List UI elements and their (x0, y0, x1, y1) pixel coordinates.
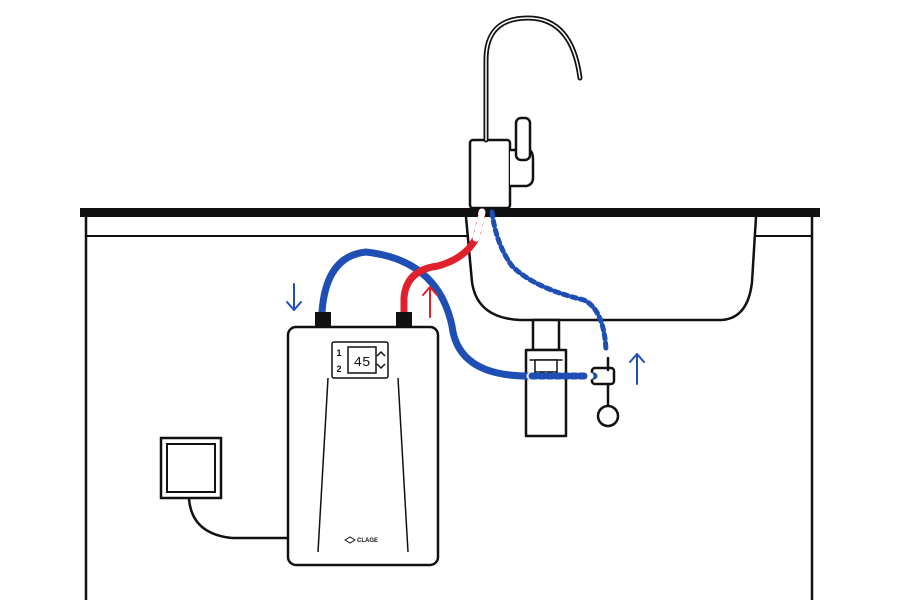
preset-button-1[interactable]: 1 (336, 348, 341, 358)
angle-valve (590, 356, 620, 428)
water-heater: 45 1 2 CLAGE (286, 312, 440, 567)
hot-outlet-connector (396, 312, 412, 328)
sink-bowl (464, 215, 758, 322)
brand-name: CLAGE (357, 538, 378, 544)
valve-knob (596, 404, 620, 428)
cold-inflow-down-arrow (286, 283, 302, 311)
minus-icon[interactable] (376, 363, 386, 370)
sink-drain (524, 318, 568, 438)
power-cable (187, 498, 292, 540)
temperature-display (347, 346, 377, 374)
cold-inlet-connector (315, 312, 331, 328)
hot-outflow-up-arrow (422, 286, 438, 318)
plus-icon[interactable] (376, 350, 386, 357)
faucet-lever (514, 116, 532, 162)
brand-logo: CLAGE (344, 536, 378, 544)
control-panel: 45 1 2 (331, 341, 389, 379)
cold-faucet-pipe (489, 209, 609, 353)
preset-button-2[interactable]: 2 (336, 364, 341, 374)
heater-body (286, 325, 440, 567)
power-outlet (159, 436, 292, 540)
temperature-value: 45 (354, 355, 371, 371)
countertop (80, 208, 820, 217)
faucet (468, 15, 583, 210)
cold-supply-up-arrow (629, 353, 645, 385)
cold-supply-pipe (318, 248, 598, 380)
